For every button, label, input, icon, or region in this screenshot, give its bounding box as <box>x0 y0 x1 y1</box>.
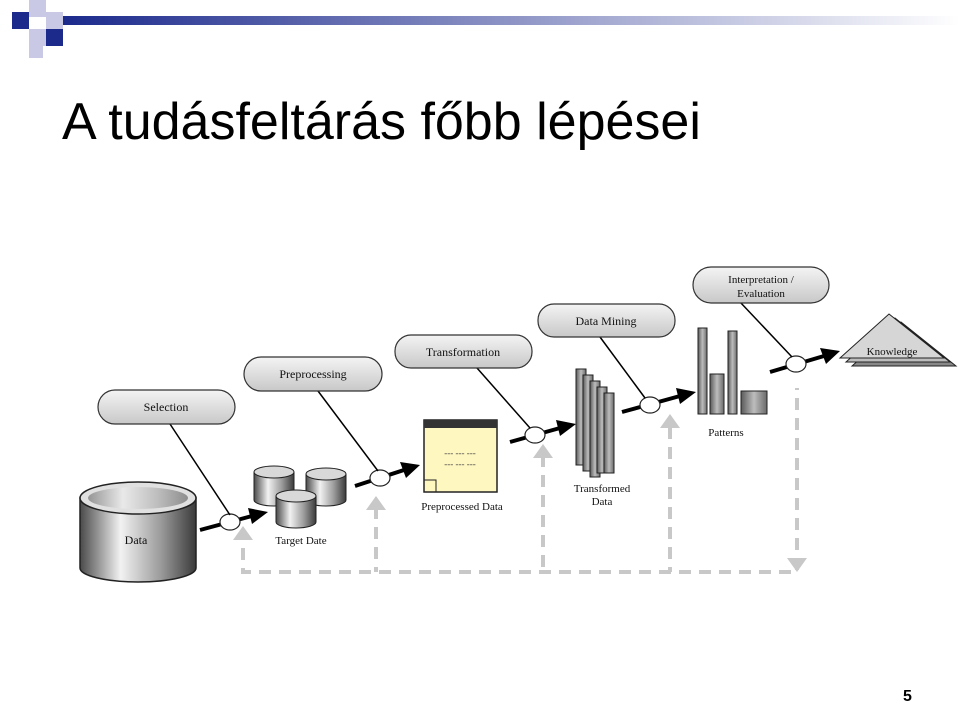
label-preprocessing: Preprocessing <box>279 367 346 381</box>
label-knowledge: Knowledge <box>867 346 918 358</box>
feedback-loop <box>241 388 799 574</box>
step-preprocessing: Preprocessing <box>243 356 383 392</box>
step-selection: Selection <box>97 389 236 425</box>
junction-circles <box>219 355 807 531</box>
page-number: 5 <box>903 688 912 705</box>
patterns-bars <box>697 327 768 415</box>
step-transformation: Transformation <box>394 334 533 369</box>
label-preprocessed-data: Preprocessed Data <box>421 501 503 513</box>
label-transformation: Transformation <box>426 345 500 359</box>
deco-square <box>29 29 46 46</box>
step-interpretation: Interpretation / Evaluation <box>692 266 830 304</box>
knowledge-pyramid <box>838 313 958 367</box>
preprocessed-data-note: --- --- --- --- --- --- <box>423 419 498 493</box>
header-decoration <box>12 0 960 58</box>
data-cylinder <box>79 481 197 583</box>
label-transformed-line2: Data <box>592 496 613 508</box>
label-data-mining: Data Mining <box>576 314 637 328</box>
transformed-data-sheets <box>575 368 615 478</box>
label-patterns: Patterns <box>708 427 743 439</box>
label-interpretation-line2: Evaluation <box>737 288 785 300</box>
step-data-mining: Data Mining <box>537 303 676 338</box>
deco-square <box>46 29 63 46</box>
label-interpretation-line1: Interpretation / <box>728 274 795 286</box>
note-line: --- --- --- <box>444 448 475 458</box>
leader-lines <box>169 301 793 516</box>
note-line: --- --- --- <box>444 459 475 469</box>
label-selection: Selection <box>144 400 189 414</box>
feedback-arrowheads <box>233 414 807 572</box>
target-data-cylinders <box>253 465 347 529</box>
deco-square <box>12 12 29 29</box>
deco-square <box>29 0 46 17</box>
label-transformed-line1: Transformed <box>574 483 631 495</box>
label-data: Data <box>125 533 148 547</box>
deco-square <box>46 12 63 29</box>
slide-title: A tudásfeltárás főbb lépései <box>62 93 701 151</box>
deco-square <box>29 46 43 58</box>
header-line <box>63 16 960 25</box>
label-target-data: Target Date <box>275 535 326 547</box>
